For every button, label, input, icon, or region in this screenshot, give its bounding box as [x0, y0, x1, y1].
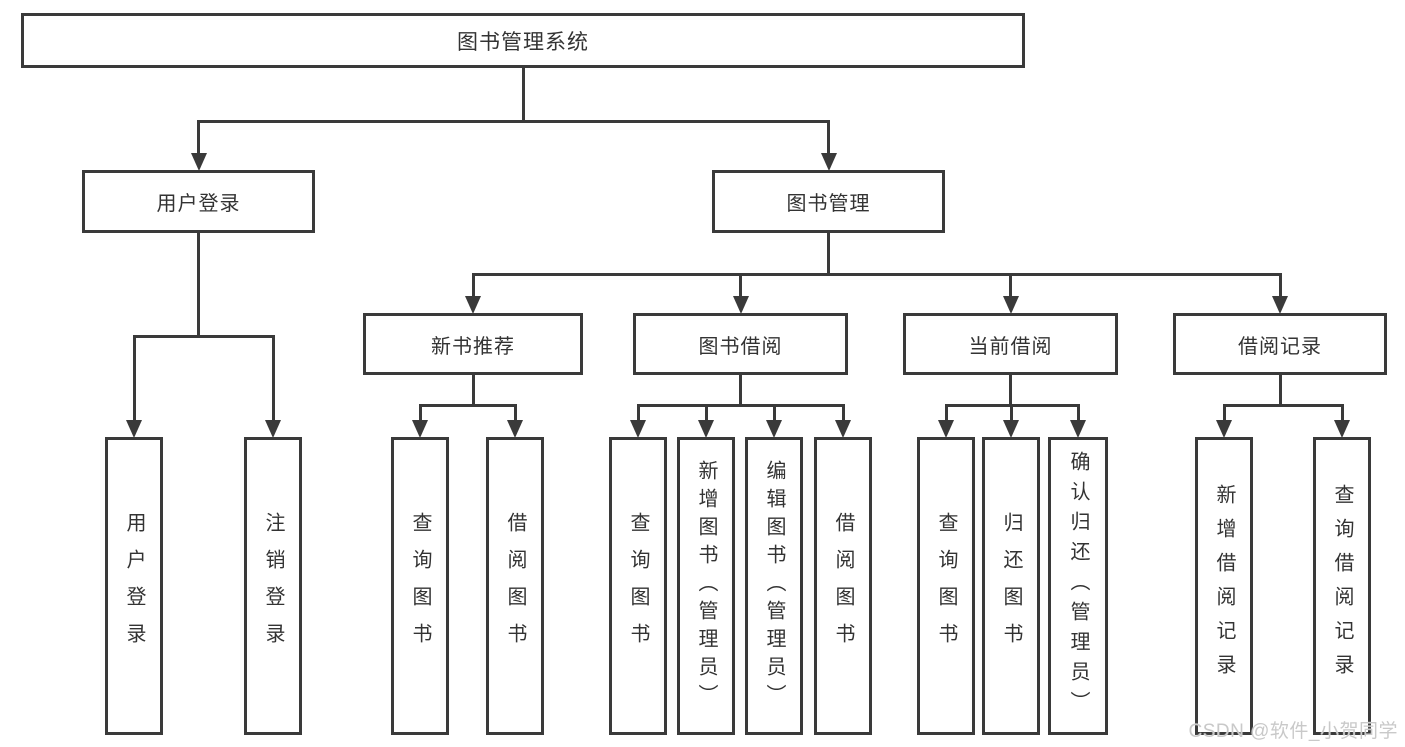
arrow-down-icon: [1334, 420, 1350, 438]
node-current-borrow: 当前借阅: [903, 313, 1118, 375]
arrow-down-icon: [465, 296, 481, 314]
connector-line: [271, 335, 275, 421]
connector-line: [1222, 404, 1344, 407]
node-label-root: 图书管理系统: [457, 30, 589, 54]
node-label-login: 用户登录: [123, 512, 145, 660]
node-bb-query: 查询图书: [609, 437, 667, 735]
connector-line: [1009, 273, 1012, 297]
connector-line: [418, 404, 422, 421]
node-login: 用户登录: [105, 437, 163, 735]
node-label-book-mgmt: 图书管理: [786, 193, 871, 215]
arrow-down-icon: [1002, 296, 1019, 314]
node-label-borrow-records: 借阅记录: [1238, 335, 1322, 358]
connector-line: [1278, 373, 1282, 407]
connector-line: [1009, 373, 1012, 407]
connector-line: [132, 335, 275, 338]
arrow-down-icon: [1003, 420, 1019, 438]
arrow-down-icon: [698, 420, 714, 438]
arrow-down-icon: [1272, 296, 1288, 314]
node-label-book-borrow: 图书借阅: [698, 335, 783, 358]
node-bb-edit: 编辑图书（管理员）: [745, 437, 803, 735]
connector-line: [197, 120, 830, 123]
arrow-down-icon: [190, 153, 207, 171]
node-label-bb-query: 查询图书: [627, 512, 649, 660]
connector-line: [1009, 404, 1013, 421]
node-nb-borrow: 借阅图书: [486, 437, 544, 735]
connector-line: [197, 231, 200, 338]
watermark: CSDN @软件_小贺同学: [1188, 721, 1398, 742]
connector-line: [636, 404, 640, 421]
node-label-bb-edit: 编辑图书（管理员）: [763, 460, 785, 712]
connector-line: [1278, 273, 1282, 297]
node-label-new-book-rec: 新书推荐: [431, 335, 515, 358]
connector-line: [636, 404, 845, 407]
node-label-user-login: 用户登录: [156, 193, 241, 215]
node-cb-confirm: 确认归还（管理员）: [1048, 437, 1108, 735]
node-root: 图书管理系统: [21, 13, 1025, 68]
node-label-br-query: 查询借阅记录: [1331, 484, 1353, 688]
node-bb-borrow: 借阅图书: [814, 437, 872, 735]
node-book-mgmt: 图书管理: [712, 170, 945, 233]
arrow-down-icon: [126, 420, 142, 438]
arrow-down-icon: [938, 420, 954, 438]
node-label-br-add: 新增借阅记录: [1213, 484, 1235, 688]
node-borrow-records: 借阅记录: [1173, 313, 1387, 375]
arrow-down-icon: [1070, 420, 1086, 438]
arrow-down-icon: [507, 420, 523, 438]
node-label-nb-query: 查询图书: [409, 512, 431, 660]
node-label-nb-borrow: 借阅图书: [504, 512, 526, 660]
arrow-down-icon: [412, 420, 428, 438]
arrow-down-icon: [732, 296, 749, 314]
connector-line: [1076, 404, 1080, 421]
node-label-bb-borrow: 借阅图书: [832, 512, 854, 660]
connector-line: [944, 404, 948, 421]
node-label-bb-add: 新增图书（管理员）: [695, 460, 717, 712]
node-user-login: 用户登录: [82, 170, 315, 233]
arrow-down-icon: [835, 420, 851, 438]
node-new-book-rec: 新书推荐: [363, 313, 583, 375]
node-label-cb-confirm: 确认归还（管理员）: [1067, 451, 1089, 721]
node-nb-query: 查询图书: [391, 437, 449, 735]
node-logout: 注销登录: [244, 437, 302, 735]
connector-line: [197, 120, 200, 154]
node-br-query: 查询借阅记录: [1313, 437, 1371, 735]
connector-line: [841, 404, 845, 421]
connector-line: [471, 373, 475, 407]
node-cb-query: 查询图书: [917, 437, 975, 735]
connector-line: [739, 273, 742, 297]
connector-line: [739, 373, 742, 407]
connector-line: [1222, 404, 1226, 421]
node-book-borrow: 图书借阅: [633, 313, 848, 375]
connector-line: [827, 231, 830, 276]
connector-line: [521, 66, 525, 123]
arrow-down-icon: [820, 153, 837, 171]
connector-line: [1340, 404, 1344, 421]
node-bb-add: 新增图书（管理员）: [677, 437, 735, 735]
node-label-cb-return: 归还图书: [1000, 512, 1022, 660]
arrow-down-icon: [265, 420, 281, 438]
connector-line: [471, 273, 1282, 276]
connector-line: [772, 404, 776, 421]
connector-line: [704, 404, 708, 421]
node-label-current-borrow: 当前借阅: [968, 335, 1053, 358]
connector-line: [471, 273, 475, 297]
connector-line: [513, 404, 517, 421]
node-label-logout: 注销登录: [262, 512, 284, 660]
connector-line: [827, 120, 830, 154]
node-label-cb-query: 查询图书: [935, 512, 957, 660]
connector-line: [132, 335, 136, 421]
node-br-add: 新增借阅记录: [1195, 437, 1253, 735]
arrow-down-icon: [1216, 420, 1232, 438]
node-cb-return: 归还图书: [982, 437, 1040, 735]
connector-line: [418, 404, 517, 407]
arrow-down-icon: [630, 420, 646, 438]
arrow-down-icon: [766, 420, 782, 438]
